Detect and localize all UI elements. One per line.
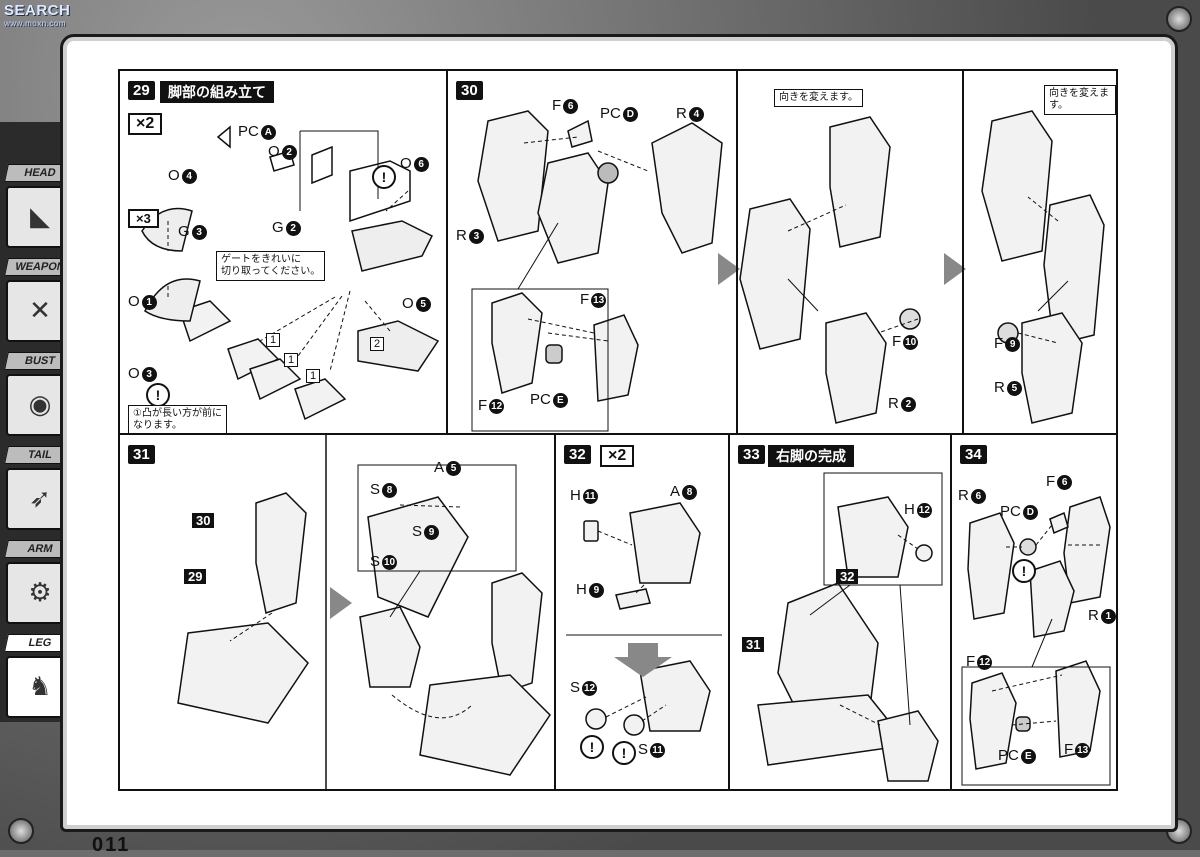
screw-icon — [8, 818, 34, 844]
callout-1: 1 — [306, 369, 321, 383]
step-number: 31 — [128, 445, 155, 464]
watermark-brand: SEARCH — [4, 2, 71, 19]
ref-step-31: 31 — [742, 637, 765, 652]
page-number: 011 — [92, 834, 131, 856]
caution-icon: ! — [372, 165, 396, 189]
ref-step-32: 32 — [836, 569, 859, 584]
step-number: 30 — [456, 81, 483, 100]
next-arrow-icon — [330, 587, 352, 619]
step-number: 32 — [564, 445, 591, 464]
watermark: SEARCH www.moxn.com — [4, 2, 70, 28]
step-29-illustration — [141, 125, 440, 421]
step-number: 34 — [960, 445, 987, 464]
watermark-site: www.moxn.com — [4, 19, 67, 28]
divider — [736, 71, 738, 435]
step-30-illustration — [471, 110, 1105, 432]
step-number: 33 — [738, 445, 765, 464]
multiplier-badge: ×2 — [128, 113, 163, 135]
ref-step-29: 29 — [184, 569, 207, 584]
next-arrow-icon — [944, 253, 966, 285]
step-title: 脚部の組み立て — [160, 81, 274, 103]
step-title: 右脚の完成 — [768, 445, 854, 467]
divider — [962, 71, 964, 435]
caution-icon: ! — [580, 735, 604, 759]
note-long-side: ①凸が長い方が前に なります。 — [128, 405, 227, 435]
multiplier-badge: ×2 — [600, 445, 635, 467]
step-33-illustration — [757, 472, 943, 782]
caution-icon: ! — [1012, 559, 1036, 583]
multiplier-badge: ×3 — [128, 209, 159, 228]
callout-1: 1 — [284, 353, 299, 367]
screw-icon — [1166, 6, 1192, 32]
step-32-illustration — [566, 502, 722, 736]
note-turn: 向きを変えます。 — [1044, 85, 1116, 115]
callout-1: 1 — [266, 333, 281, 347]
note-gate: ゲートをきれいに 切り取ってください。 — [216, 251, 326, 281]
step-31-illustration — [177, 435, 551, 789]
next-arrow-icon — [718, 253, 740, 285]
caution-icon: ! — [146, 383, 170, 407]
note-turn: 向きを変えます。 — [774, 89, 863, 107]
step-number: 29 — [128, 81, 155, 100]
ref-step-30: 30 — [192, 513, 215, 528]
callout-2: 2 — [370, 337, 385, 351]
caution-icon: ! — [612, 741, 636, 765]
step-34-illustration — [961, 496, 1111, 786]
